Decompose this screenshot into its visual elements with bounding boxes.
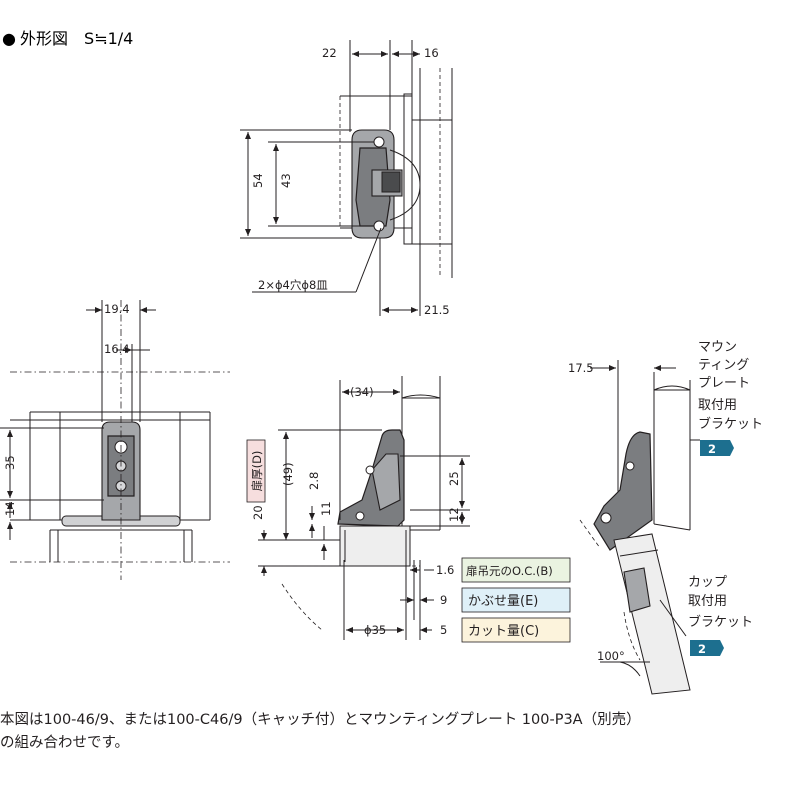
- mount-label-2: ティング: [698, 358, 749, 373]
- top-dim-54: 54: [251, 173, 265, 188]
- open-view: 17.5 100° マウン ティング プレート 取付用 ブラケット 2 カップ …: [568, 340, 763, 695]
- top-dim-16: 16: [424, 46, 439, 60]
- cup-label-1: カップ: [688, 575, 727, 590]
- side-dim-5: 5: [440, 623, 447, 637]
- top-dim-22: 22: [322, 46, 337, 60]
- open-dim-17-5: 17.5: [568, 361, 594, 375]
- mount-label-5: ブラケット: [698, 416, 763, 432]
- side-dim-2-8: 2.8: [307, 472, 321, 490]
- front-view: 19.4 16.4 35 14: [0, 300, 230, 580]
- side-dim-20: 20: [251, 505, 265, 520]
- cup-label-2: 取付用: [688, 594, 727, 609]
- mount-label-4: 取付用: [698, 398, 737, 413]
- top-dim-21-5: 21.5: [424, 303, 450, 317]
- mount-label-3: プレート: [698, 376, 750, 391]
- heading-title: 外形図 S≒1/4: [20, 29, 133, 48]
- heading-bullet: ●: [2, 29, 16, 48]
- top-hole-note: 2×ϕ4穴ϕ8皿: [258, 278, 328, 292]
- front-dim-14: 14: [3, 501, 17, 516]
- footnote: 本図は100-46/9、または100-C46/9（キャッチ付）とマウンティングプ…: [0, 709, 795, 755]
- top-dim-43: 43: [279, 173, 293, 188]
- side-dim-9: 9: [440, 593, 447, 607]
- side-dim-1-6: 1.6: [436, 563, 454, 577]
- side-dim-49: (49): [281, 462, 295, 486]
- front-dim-35: 35: [3, 455, 17, 470]
- label-oc: 扉吊元のO.C.(B): [466, 564, 553, 578]
- side-dim-12: 12: [447, 507, 461, 522]
- label-cut: カット量(C): [468, 624, 539, 639]
- side-dim-11: 11: [319, 501, 333, 516]
- side-dim-phi35: ϕ35: [364, 623, 386, 637]
- open-angle: 100°: [597, 649, 625, 663]
- badge-mount: 2: [708, 442, 716, 456]
- side-dim-34: (34): [350, 385, 374, 399]
- mount-label-1: マウン: [698, 340, 737, 355]
- front-dim-16-4: 16.4: [104, 342, 130, 356]
- footnote-line-2: の組み合わせです。: [0, 735, 130, 751]
- side-door-thickness: 扉厚(D): [250, 451, 264, 492]
- side-view: (34) 扉厚(D) (49) 2.8 20 11 25 12: [246, 376, 571, 643]
- footnote-line-1: 本図は100-46/9、または100-C46/9（キャッチ付）とマウンティングプ…: [0, 712, 641, 728]
- badge-cup: 2: [698, 642, 706, 656]
- cup-label-3: ブラケット: [688, 614, 753, 630]
- side-dim-25: 25: [447, 471, 461, 486]
- top-view: 22 16 54 43 2×ϕ4穴ϕ8皿 21.5: [240, 40, 453, 317]
- label-overlay: かぶせ量(E): [468, 594, 538, 609]
- front-dim-19-4: 19.4: [104, 302, 130, 316]
